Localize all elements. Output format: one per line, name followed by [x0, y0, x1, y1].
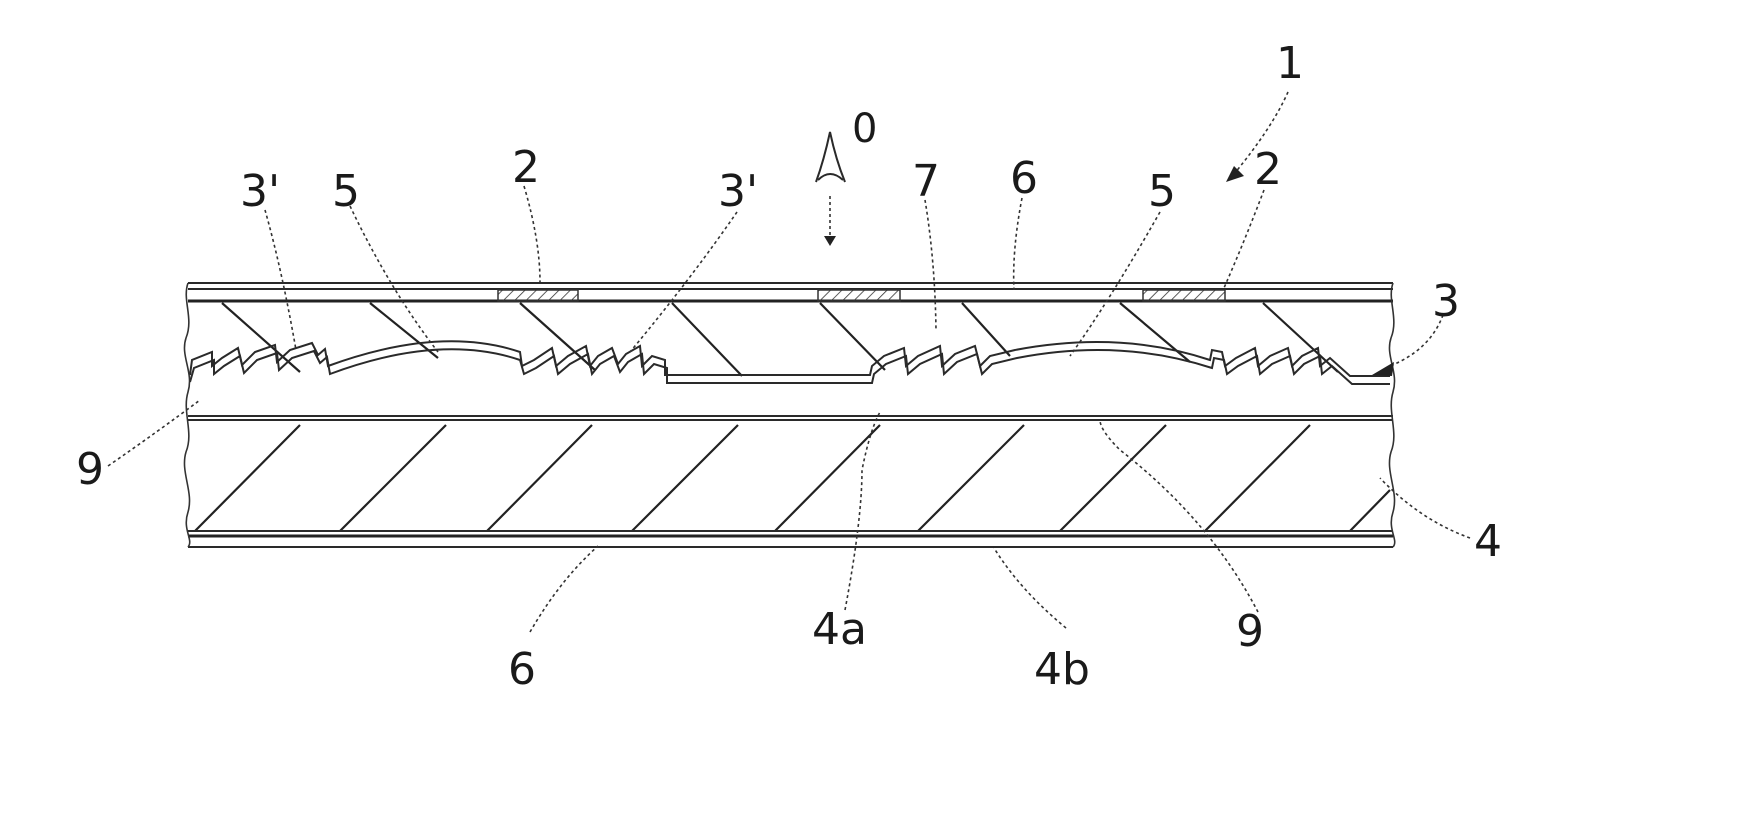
label-7: 7 [912, 156, 940, 207]
surface-element-2 [818, 290, 900, 301]
label-9-left: 9 [76, 444, 104, 495]
view-direction-arrow [824, 196, 836, 246]
leader-arrowhead [1372, 362, 1394, 376]
label-3prime-mid: 3' [718, 166, 758, 217]
label-2-right: 2 [1254, 144, 1282, 195]
label-0: 0 [852, 106, 877, 152]
label-4b: 4b [1034, 644, 1090, 695]
viewer-eye-icon [816, 132, 845, 182]
adhesive-layer-boundary [188, 416, 1393, 420]
substrate-layer [188, 425, 1393, 547]
label-5-left: 5 [332, 166, 360, 217]
surface-elements [498, 290, 1225, 301]
label-6-top: 6 [1010, 153, 1038, 204]
reference-numerals: 1 0 2 2 6 7 3' 5 3' 5 3 9 4 4a 9 6 4b [76, 38, 1502, 695]
label-9-right: 9 [1236, 606, 1264, 657]
label-4: 4 [1474, 516, 1502, 567]
relief-structure [190, 341, 1390, 384]
label-3prime-left: 3' [240, 166, 280, 217]
upper-layer-hatching [222, 303, 1338, 376]
leader-arrowhead [1226, 166, 1244, 182]
label-4a: 4a [812, 604, 867, 655]
surface-element-3 [1143, 290, 1225, 301]
label-1: 1 [1276, 38, 1304, 89]
label-3: 3 [1432, 276, 1460, 327]
surface-element-1 [498, 290, 578, 301]
label-5-right: 5 [1148, 166, 1176, 217]
label-6-bottom: 6 [508, 644, 536, 695]
label-2-left: 2 [512, 142, 540, 193]
